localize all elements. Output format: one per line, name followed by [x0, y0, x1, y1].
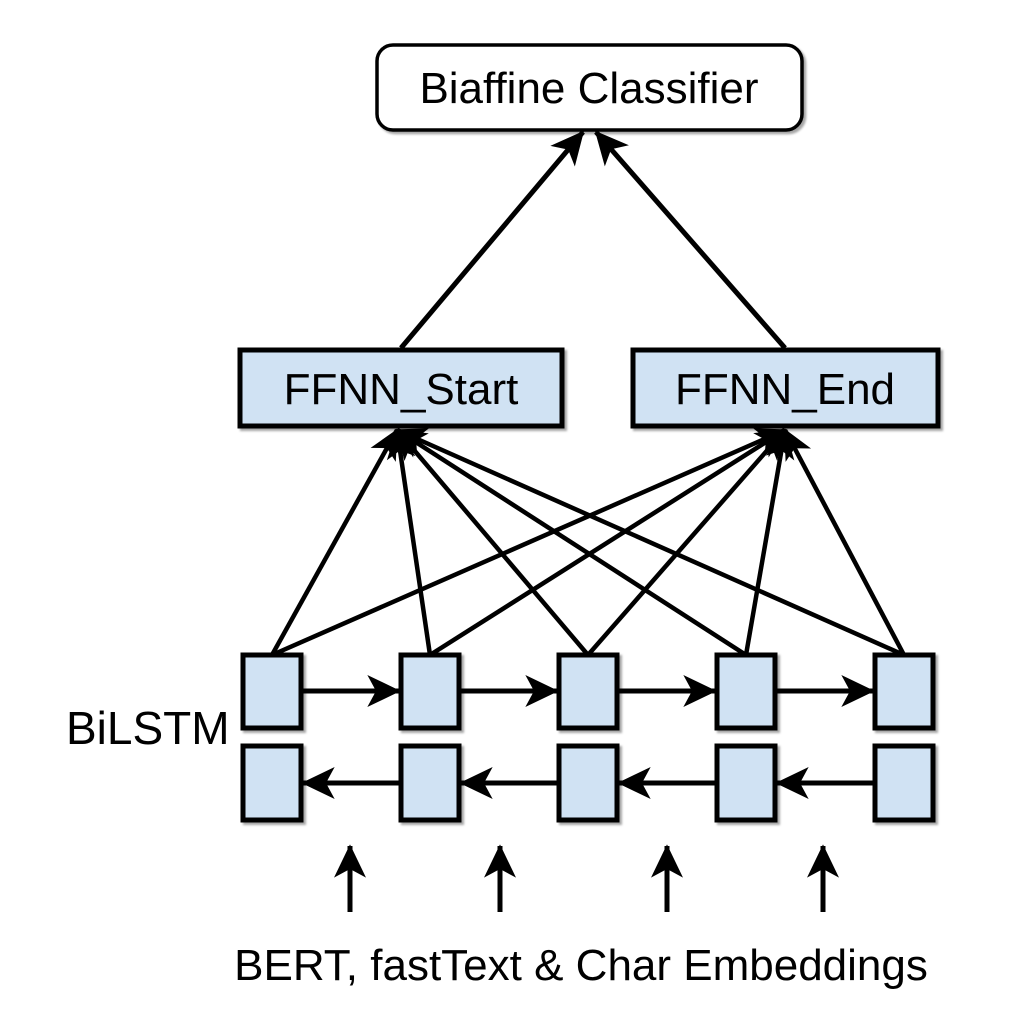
- arrow-ffnn-end-to-classifier: [594, 130, 787, 350]
- ffnn-start-box: [237, 347, 565, 429]
- arrow-cell1-to-ffnn-end: [271, 427, 787, 658]
- input-arrows: [334, 844, 839, 912]
- biaffine-classifier-box: [375, 43, 804, 132]
- biaffine-classifier-label: Biaffine Classifier: [419, 64, 758, 113]
- bilstm-backward-cell-5: [872, 743, 936, 823]
- bilstm-backward-cell-2: [398, 743, 462, 823]
- arrow-cell5-to-ffnn-end: [783, 428, 906, 657]
- bilstm-forward-cell-1: [240, 652, 304, 731]
- input-embeddings-label: BERT, fastText & Char Embeddings: [234, 941, 928, 990]
- bilstm-label: BiLSTM: [66, 702, 230, 754]
- ffnn-to-classifier-arrows: [399, 130, 787, 350]
- arrow-cell4-to-ffnn-end: [743, 428, 795, 656]
- bilstm-forward-cell-2: [398, 652, 462, 731]
- arrow-cell3-to-ffnn-end: [586, 428, 787, 657]
- arrow-cell4-to-ffnn-start: [395, 428, 748, 657]
- bilstm-backward-cell-4: [714, 743, 778, 823]
- arrow-ffnn-start-to-classifier: [399, 130, 585, 350]
- bilstm-to-ffnn-arrows: [270, 427, 906, 658]
- bilstm-backward-cell-1: [240, 743, 304, 823]
- ffnn-end-label: FFNN_End: [675, 365, 895, 414]
- arrow-cell1-to-ffnn-start: [270, 428, 399, 657]
- bilstm-backward-row: [240, 743, 936, 823]
- arrow-cell5-to-ffnn-start: [395, 427, 905, 658]
- bilstm-backward-cell-3: [556, 743, 620, 823]
- bilstm-forward-row: [240, 652, 936, 731]
- bilstm-forward-cell-4: [714, 652, 778, 731]
- arrow-cell2-to-ffnn-end: [428, 428, 787, 657]
- bilstm-forward-cell-5: [872, 652, 936, 731]
- arrow-cell3-to-ffnn-start: [395, 428, 590, 657]
- ffnn-start-label: FFNN_Start: [284, 365, 519, 414]
- bilstm-forward-cell-3: [556, 652, 620, 731]
- arrow-cell2-to-ffnn-start: [386, 428, 433, 656]
- ffnn-end-box: [630, 347, 941, 429]
